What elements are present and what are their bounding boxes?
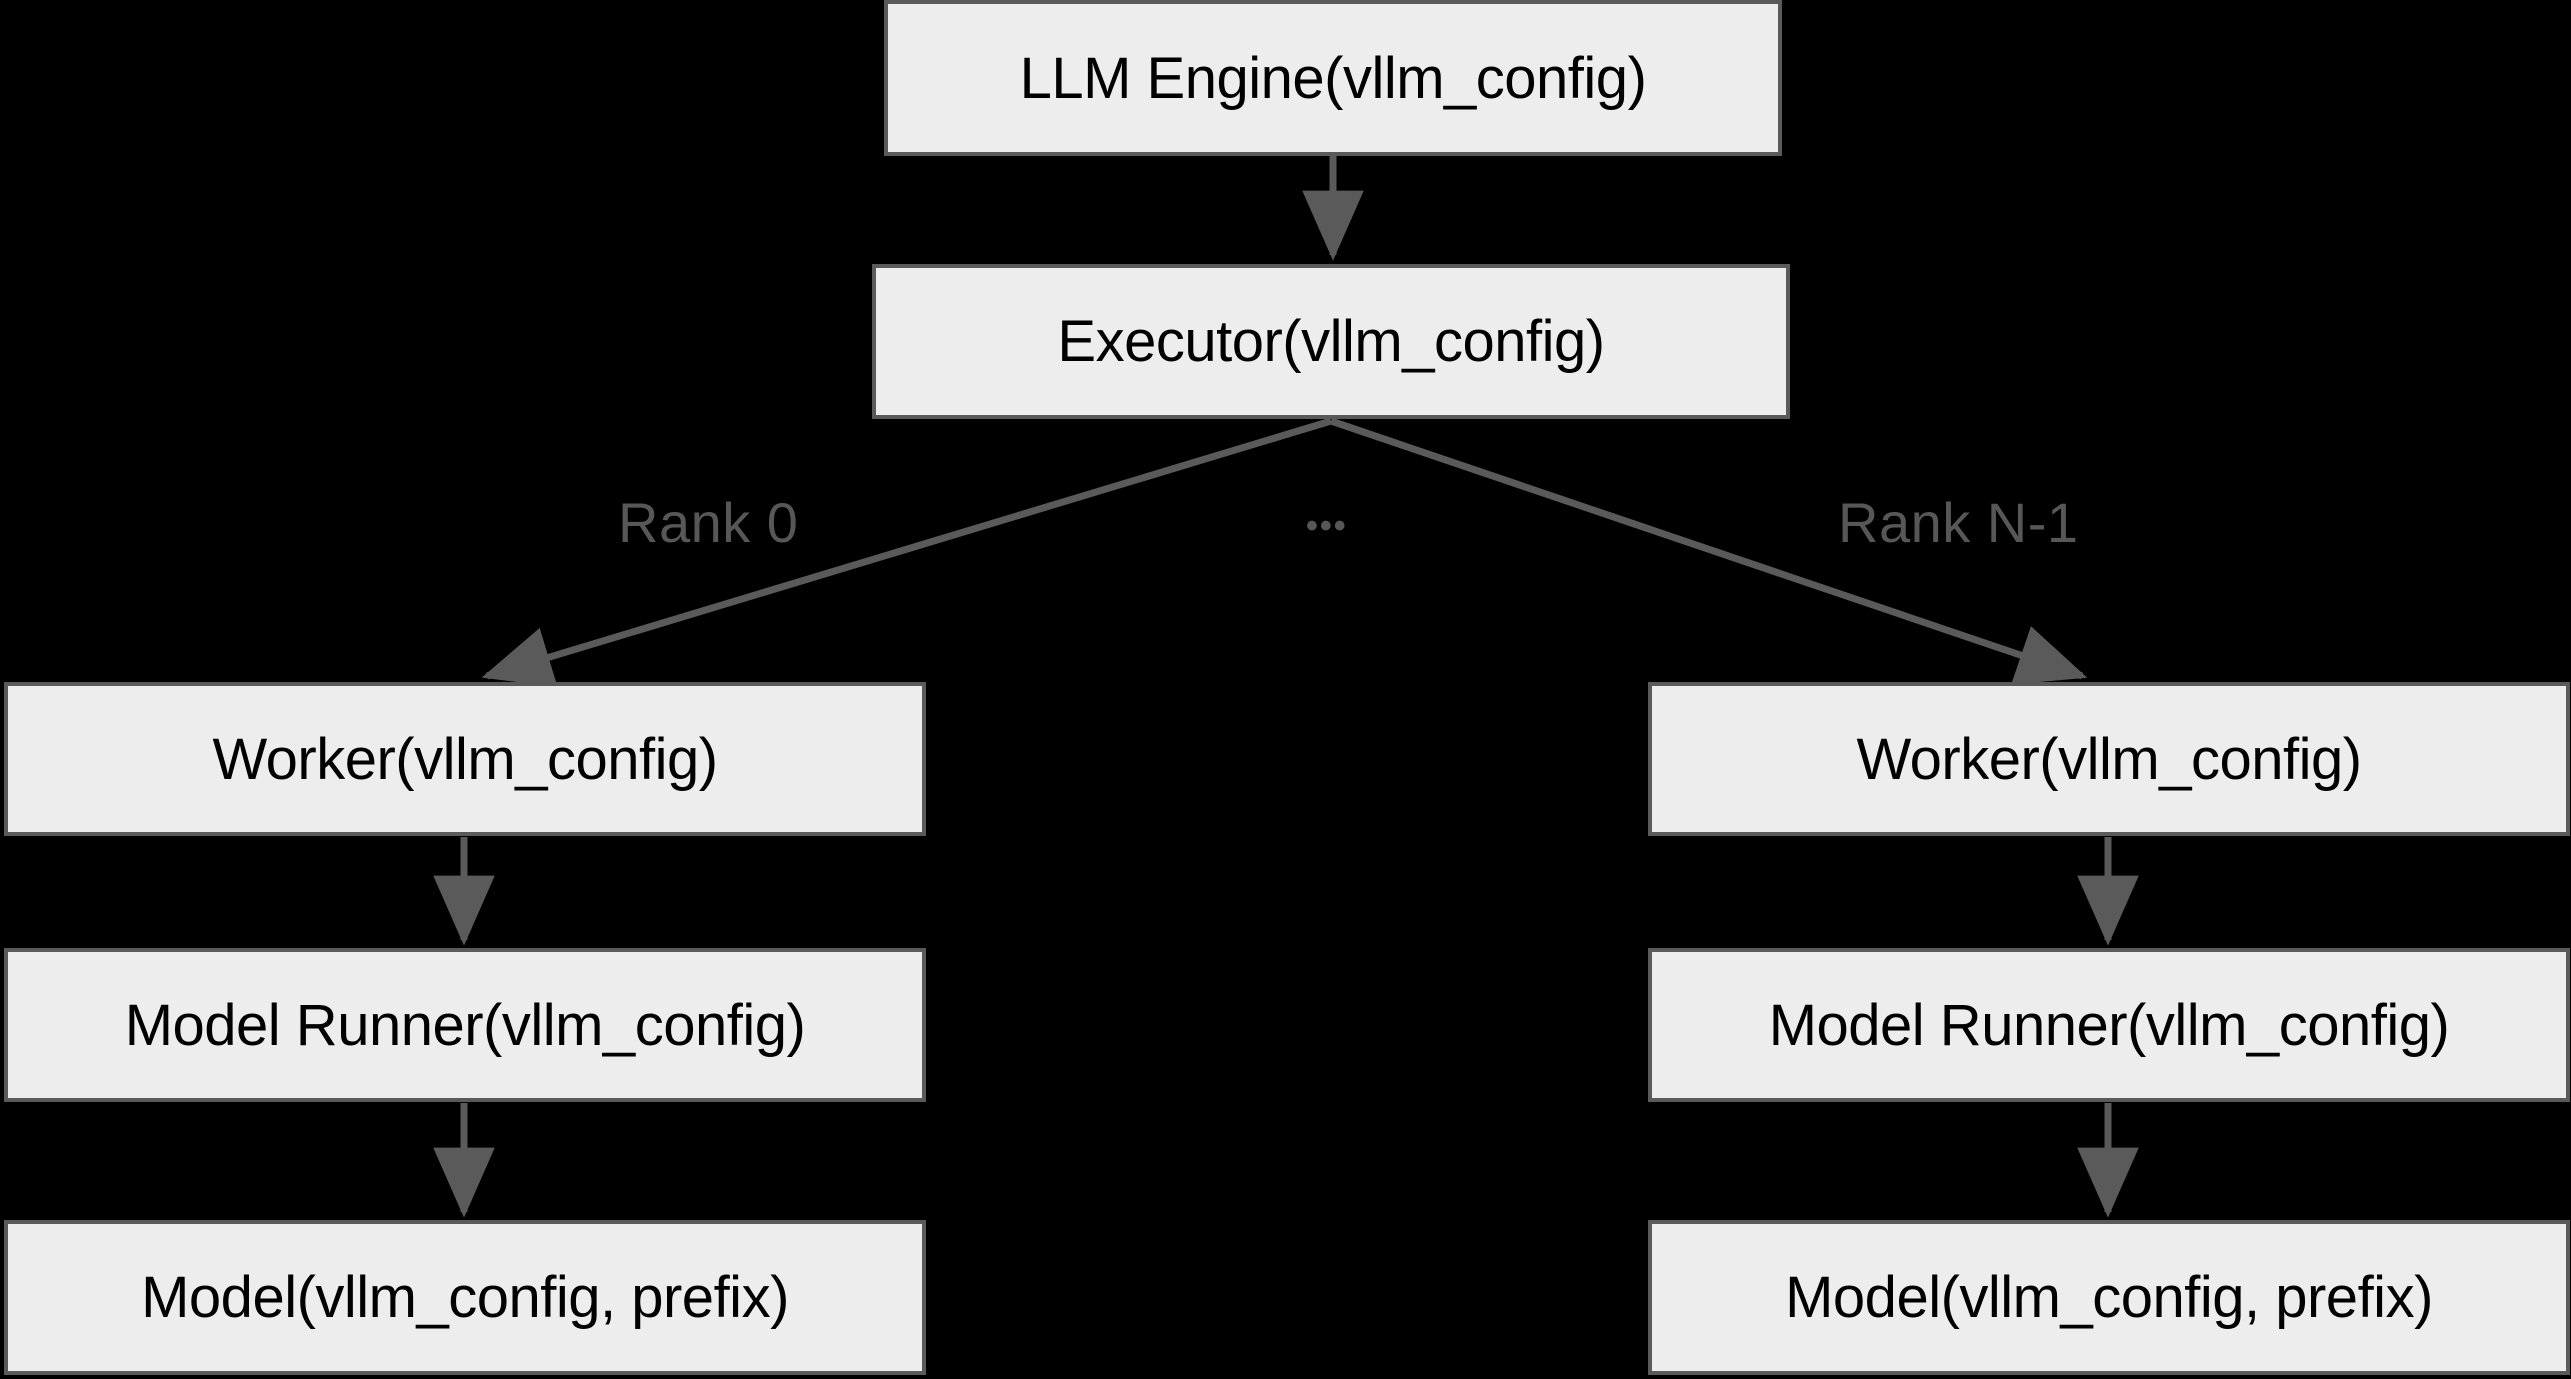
node-model-runner-rank-n[interactable]: Model Runner(vllm_config) xyxy=(1648,948,2570,1102)
node-model-rank-n[interactable]: Model(vllm_config, prefix) xyxy=(1648,1220,2570,1375)
node-worker-rank-n[interactable]: Worker(vllm_config) xyxy=(1648,682,2570,836)
node-worker-rank-0[interactable]: Worker(vllm_config) xyxy=(4,682,926,836)
edge-executor-to-worker-0 xyxy=(481,417,1333,687)
node-model-runner-rank-0[interactable]: Model Runner(vllm_config) xyxy=(4,948,926,1102)
node-model-rank-0[interactable]: Model(vllm_config, prefix) xyxy=(4,1220,926,1375)
edge-label-ellipsis: ••• xyxy=(1306,507,1348,545)
node-executor[interactable]: Executor(vllm_config) xyxy=(872,264,1790,419)
edge-label-rank-n: Rank N-1 xyxy=(1838,491,2079,554)
node-llm-engine[interactable]: LLM Engine(vllm_config) xyxy=(884,0,1782,156)
edge-label-rank-0: Rank 0 xyxy=(618,491,799,554)
